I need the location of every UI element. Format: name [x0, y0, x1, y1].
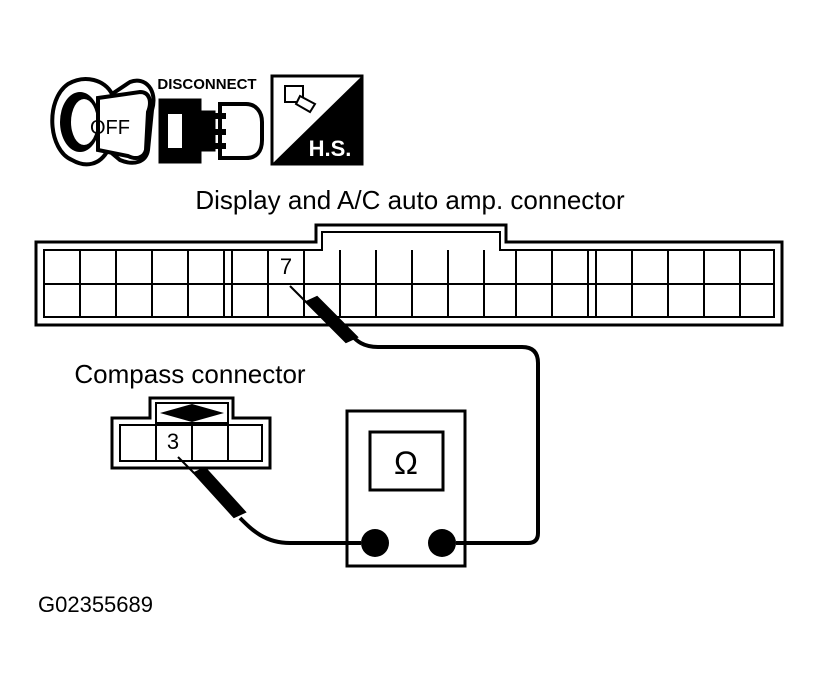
compass-connector [110, 396, 272, 470]
figure-id: G02355689 [38, 592, 153, 617]
compass-pin-3-label: 3 [167, 429, 179, 454]
ohmmeter: Ω [345, 409, 467, 568]
display-pin-7-label: 7 [280, 254, 292, 279]
disconnect-label: DISCONNECT [157, 76, 256, 93]
probe-lead-compass [177, 456, 361, 545]
disconnect-connector-icon: DISCONNECT [157, 76, 264, 164]
ohm-symbol: Ω [394, 445, 418, 481]
compass-connector-label: Compass connector [74, 359, 306, 389]
meter-probe-jack-right [428, 529, 456, 557]
display-connector-label: Display and A/C auto amp. connector [195, 185, 625, 215]
display-ac-connector [34, 223, 784, 327]
hs-tool-icon: H.S. [270, 74, 364, 166]
hs-label: H.S. [309, 136, 352, 161]
ignition-off-label: OFF [90, 117, 130, 139]
meter-probe-jack-left [361, 529, 389, 557]
ignition-off-icon: OFF [50, 77, 156, 167]
probe-lead-display [289, 285, 540, 545]
